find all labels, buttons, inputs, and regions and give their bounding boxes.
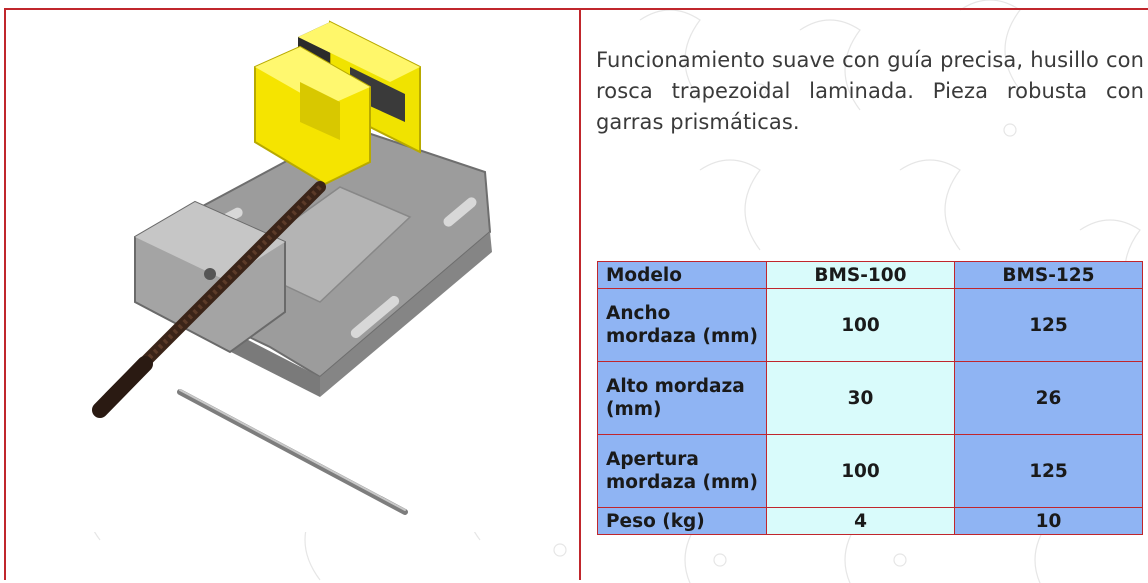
cell-bms-100: 30 xyxy=(766,361,955,435)
cell-bms-100: 100 xyxy=(766,288,955,362)
spec-table: Modelo BMS-100 BMS-125 Ancho mordaza (mm… xyxy=(597,261,1143,535)
header-bms-125: BMS-125 xyxy=(954,261,1143,289)
cell-bms-100: 4 xyxy=(766,507,955,535)
cell-bms-125: 125 xyxy=(954,288,1143,362)
table-header-row: Modelo BMS-100 BMS-125 xyxy=(597,261,1143,289)
product-image xyxy=(20,12,575,532)
header-modelo: Modelo xyxy=(597,261,767,289)
row-label: Ancho mordaza (mm) xyxy=(597,288,767,362)
table-row: Peso (kg) 4 10 xyxy=(597,507,1143,535)
row-label: Apertura mordaza (mm) xyxy=(597,434,767,508)
header-bms-100: BMS-100 xyxy=(766,261,955,289)
image-frame xyxy=(4,8,581,580)
row-label: Alto mordaza (mm) xyxy=(597,361,767,435)
top-rule xyxy=(579,8,1148,10)
row-label: Peso (kg) xyxy=(597,507,767,535)
cell-bms-125: 10 xyxy=(954,507,1143,535)
cell-bms-100: 100 xyxy=(766,434,955,508)
product-description: Funcionamiento suave con guía precisa, h… xyxy=(596,48,1144,134)
cell-bms-125: 125 xyxy=(954,434,1143,508)
cell-bms-125: 26 xyxy=(954,361,1143,435)
table-row: Apertura mordaza (mm) 100 125 xyxy=(597,434,1143,508)
table-row: Alto mordaza (mm) 30 26 xyxy=(597,361,1143,435)
table-row: Ancho mordaza (mm) 100 125 xyxy=(597,288,1143,362)
